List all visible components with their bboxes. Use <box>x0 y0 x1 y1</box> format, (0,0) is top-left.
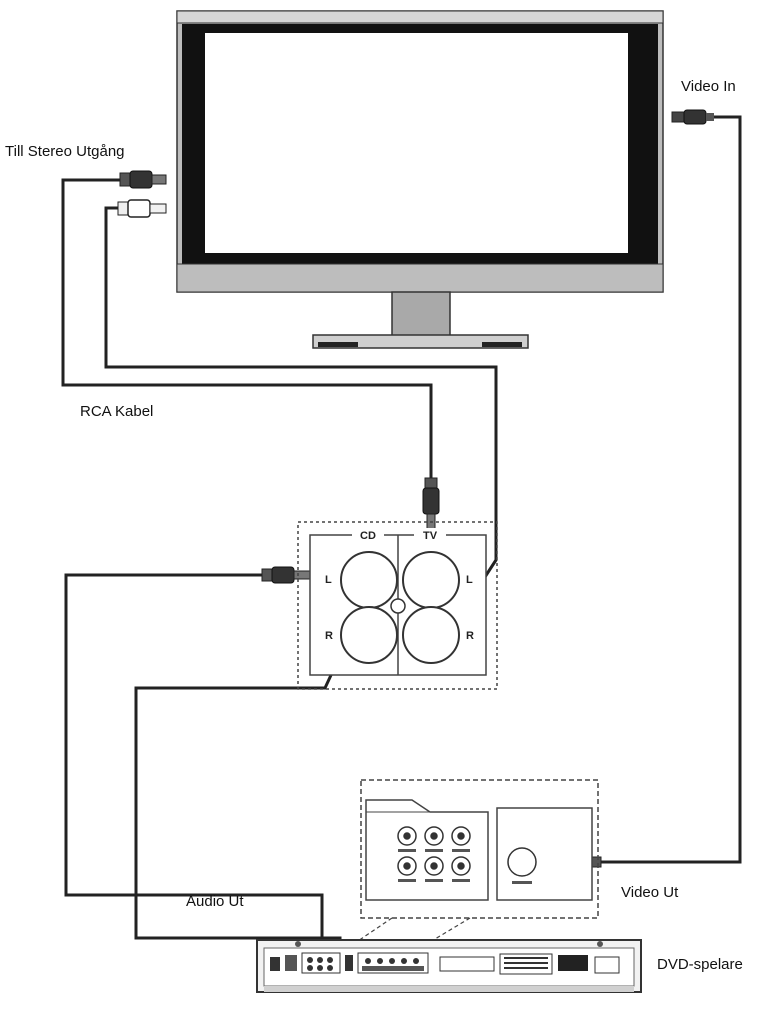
rca-jacks <box>397 826 471 876</box>
video-in-label: Video In <box>681 78 736 95</box>
tv-neck <box>391 291 451 337</box>
tv-monitor <box>176 10 664 349</box>
audio-input-panel: CD TV L R L R <box>297 521 498 690</box>
panel-tv-label: TV <box>423 530 438 542</box>
tv-right-jack <box>402 606 460 664</box>
panel-cd-right-label: R <box>325 630 333 642</box>
stereo-out-plug-white <box>117 199 167 218</box>
cd-right-jack <box>340 606 398 664</box>
video-out-label: Video Ut <box>621 884 679 901</box>
rca-cable-label: RCA Kabel <box>80 403 154 420</box>
video-in-plug <box>671 109 714 125</box>
stereo-cable-black <box>61 178 433 480</box>
cables <box>61 115 742 942</box>
stereo-cable-white <box>104 206 498 601</box>
dvd-player-label: DVD-spelare <box>657 956 743 973</box>
tv-left-plug <box>422 477 440 533</box>
audio-out-label: Audio Ut <box>186 893 244 910</box>
video-cable <box>600 115 742 864</box>
cd-left-jack <box>340 551 398 609</box>
rear-panel-detail <box>351 779 599 946</box>
audio-cable-right <box>134 659 342 942</box>
audio-cable-left <box>64 573 324 940</box>
panel-cd-label: CD <box>360 530 376 542</box>
stereo-out-plug-black <box>119 170 167 189</box>
panel-cd-left-label: L <box>325 574 332 586</box>
panel-tv-left-label: L <box>466 574 473 586</box>
tv-left-jack <box>402 551 460 609</box>
cd-left-plug <box>261 566 311 584</box>
panel-tv-right-label: R <box>466 630 474 642</box>
stereo-out-label: Till Stereo Utgång <box>5 143 125 160</box>
dvd-connectors <box>270 952 620 975</box>
video-out-jack <box>507 847 537 877</box>
tv-screen <box>205 33 628 253</box>
tv-stand <box>312 334 529 349</box>
dvd-player <box>256 939 642 993</box>
